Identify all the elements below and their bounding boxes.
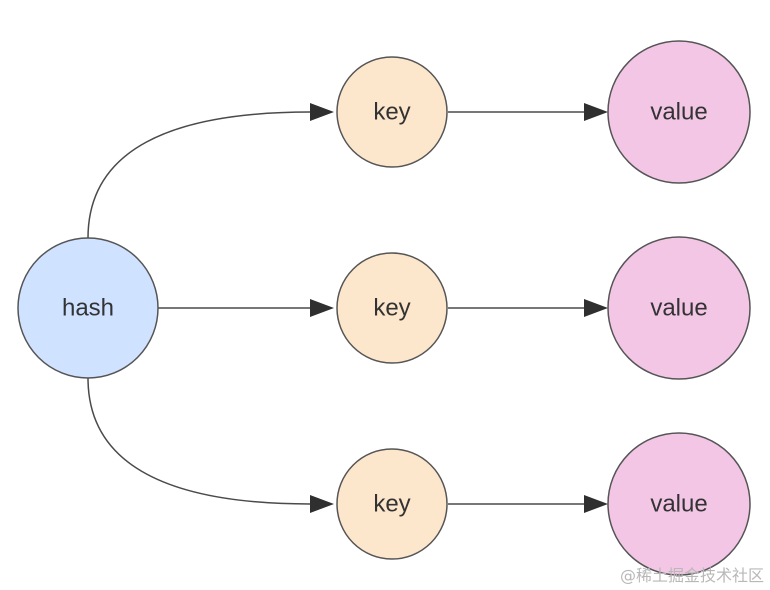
arrowhead-hash-key-3 bbox=[310, 495, 334, 513]
key-label-2: key bbox=[373, 294, 410, 321]
key-circle-1 bbox=[336, 56, 448, 168]
edge-hash-key-1 bbox=[87, 111, 311, 239]
key-node-2: key bbox=[336, 252, 448, 364]
hash-circle bbox=[17, 237, 159, 379]
value-circle-2 bbox=[607, 236, 751, 380]
arrowhead-hash-key-1 bbox=[310, 103, 334, 121]
arrowhead-key-1-value-1 bbox=[584, 103, 608, 121]
edge-hash-key-3 bbox=[87, 377, 311, 505]
hash-node: hash bbox=[17, 237, 159, 379]
key-label-3: key bbox=[373, 490, 410, 517]
key-circle-2 bbox=[336, 252, 448, 364]
key-node-1: key bbox=[336, 56, 448, 168]
value-node-3: value bbox=[607, 432, 751, 576]
value-label-1: value bbox=[650, 98, 707, 125]
key-node-3: key bbox=[336, 448, 448, 560]
arrowhead-key-3-value-3 bbox=[584, 495, 608, 513]
key-label-1: key bbox=[373, 98, 410, 125]
hash-label: hash bbox=[62, 294, 114, 321]
arrowhead-hash-key-2 bbox=[310, 299, 334, 317]
value-label-3: value bbox=[650, 490, 707, 517]
key-circle-3 bbox=[336, 448, 448, 560]
value-circle-1 bbox=[607, 40, 751, 184]
arrowhead-key-2-value-2 bbox=[584, 299, 608, 317]
value-label-2: value bbox=[650, 294, 707, 321]
watermark-text: @稀土掘金技术社区 bbox=[619, 566, 764, 585]
value-node-1: value bbox=[607, 40, 751, 184]
value-node-2: value bbox=[607, 236, 751, 380]
value-circle-3 bbox=[607, 432, 751, 576]
